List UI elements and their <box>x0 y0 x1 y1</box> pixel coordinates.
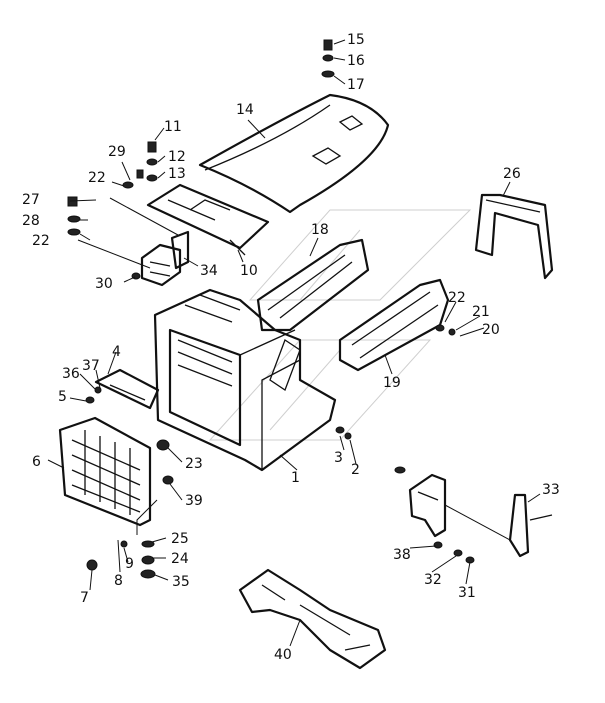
label-35: 35 <box>172 574 190 590</box>
label-11: 11 <box>164 119 182 135</box>
lower-bracket-center <box>408 473 447 538</box>
label-28: 28 <box>22 213 40 229</box>
label-9: 9 <box>125 556 134 572</box>
label-10: 10 <box>240 263 258 279</box>
lower-bracket-right <box>508 493 553 558</box>
side-panel-left <box>256 238 370 332</box>
label-16: 16 <box>347 53 365 69</box>
leader-lines <box>47 39 541 647</box>
label-36: 36 <box>62 366 80 382</box>
label-20: 20 <box>482 322 500 338</box>
label-24: 24 <box>171 551 189 567</box>
label-2: 2 <box>351 462 360 478</box>
retainer-strap <box>94 368 160 410</box>
label-38: 38 <box>393 547 411 563</box>
label-39: 39 <box>185 493 203 509</box>
label-21: 21 <box>472 304 490 320</box>
label-27: 27 <box>22 192 40 208</box>
top-cover <box>198 93 390 214</box>
label-34: 34 <box>200 263 218 279</box>
label-19: 19 <box>383 375 401 391</box>
label-5: 5 <box>58 389 67 405</box>
label-32: 32 <box>424 572 442 588</box>
label-22-left: 22 <box>32 233 50 249</box>
base-mount <box>238 568 387 670</box>
label-23: 23 <box>185 456 203 472</box>
label-7: 7 <box>80 590 89 606</box>
label-29: 29 <box>108 144 126 160</box>
label-26: 26 <box>503 166 521 182</box>
label-8: 8 <box>114 573 123 589</box>
label-37: 37 <box>82 358 100 374</box>
relay-box <box>140 230 190 287</box>
label-22-right: 22 <box>448 290 466 306</box>
label-14: 14 <box>236 102 254 118</box>
label-1: 1 <box>291 470 300 486</box>
label-40: 40 <box>274 647 292 663</box>
radiator-grill <box>58 416 152 527</box>
frame-bracket-right <box>474 193 554 280</box>
part-labels: 15 16 17 14 11 29 12 13 22 27 28 22 26 1… <box>22 32 560 663</box>
label-15: 15 <box>347 32 365 48</box>
label-4: 4 <box>112 344 121 360</box>
label-25: 25 <box>171 531 189 547</box>
label-17: 17 <box>347 77 365 93</box>
label-18: 18 <box>311 222 329 238</box>
label-33: 33 <box>542 482 560 498</box>
cover-bracket <box>146 183 270 256</box>
label-12: 12 <box>168 149 186 165</box>
side-panel-right <box>338 278 450 372</box>
label-30: 30 <box>95 276 113 292</box>
radiator-frame <box>153 288 337 472</box>
label-22-top: 22 <box>88 170 106 186</box>
label-3: 3 <box>334 450 343 466</box>
label-13: 13 <box>168 166 186 182</box>
fasteners <box>67 39 475 579</box>
label-31: 31 <box>458 585 476 601</box>
label-6: 6 <box>32 454 41 470</box>
